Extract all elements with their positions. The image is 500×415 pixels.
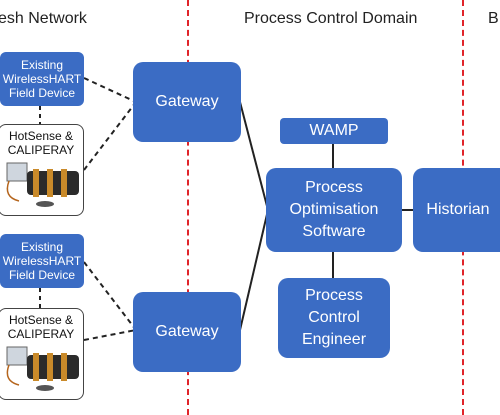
link-bottom-gateway-to-software bbox=[239, 209, 269, 331]
process-optimisation-software-box: Process Optimisation Software bbox=[266, 168, 402, 252]
historian-box: Historian bbox=[413, 168, 500, 252]
hotsense-caliperay-device-bottom: HotSense & CALIPERAY bbox=[0, 308, 84, 400]
zone-label-business: B bbox=[488, 10, 499, 27]
gateway-label: Gateway bbox=[155, 323, 219, 340]
zone-label-mesh-network: esh Network bbox=[0, 10, 87, 27]
sensor-line-1: HotSense & bbox=[8, 313, 74, 327]
wamp-label: WAMP bbox=[309, 122, 359, 139]
wamp-box: WAMP bbox=[280, 118, 388, 144]
field-device-line-2: WirelessHART bbox=[2, 72, 82, 86]
gateway-top: Gateway bbox=[133, 62, 241, 142]
field-device-line-3: Field Device bbox=[8, 268, 75, 282]
process-control-engineer-box: Process Control Engineer bbox=[278, 278, 390, 358]
existing-wirelesshart-field-device-bottom: Existing WirelessHART Field Device bbox=[0, 234, 84, 288]
gateway-bottom: Gateway bbox=[133, 292, 241, 372]
sensor-line-1: HotSense & bbox=[8, 129, 74, 143]
field-device-line-1: Existing bbox=[20, 58, 63, 72]
existing-wirelesshart-field-device-top: Existing WirelessHART Field Device bbox=[0, 52, 84, 106]
link-top-gateway-to-software bbox=[239, 101, 269, 211]
hotsense-caliperay-device-top: HotSense & CALIPERAY bbox=[0, 124, 84, 216]
field-device-line-1: Existing bbox=[20, 240, 63, 254]
sensor-hardware-icon bbox=[6, 346, 79, 391]
sensor-hardware-icon bbox=[6, 162, 79, 207]
gateway-label: Gateway bbox=[155, 93, 219, 110]
link-bottom-field-to-gateway bbox=[83, 261, 137, 331]
field-device-line-3: Field Device bbox=[8, 86, 75, 100]
link-bottom-sensor-to-gateway bbox=[83, 329, 137, 341]
zone-label-process-control-domain: Process Control Domain bbox=[244, 10, 418, 27]
engineer-line-1: Process bbox=[305, 287, 363, 304]
link-top-sensor-to-gateway bbox=[83, 101, 137, 171]
sensor-line-2: CALIPERAY bbox=[7, 327, 75, 341]
sensor-line-2: CALIPERAY bbox=[7, 143, 75, 157]
link-top-field-to-gateway bbox=[83, 77, 137, 103]
software-line-1: Process bbox=[305, 179, 363, 196]
engineer-line-2: Control bbox=[308, 309, 360, 326]
historian-label: Historian bbox=[426, 201, 490, 218]
software-line-3: Software bbox=[302, 223, 366, 240]
engineer-line-3: Engineer bbox=[301, 331, 367, 348]
software-line-2: Optimisation bbox=[289, 201, 379, 218]
zone-divider-left bbox=[187, 0, 189, 415]
field-device-line-2: WirelessHART bbox=[2, 254, 82, 268]
